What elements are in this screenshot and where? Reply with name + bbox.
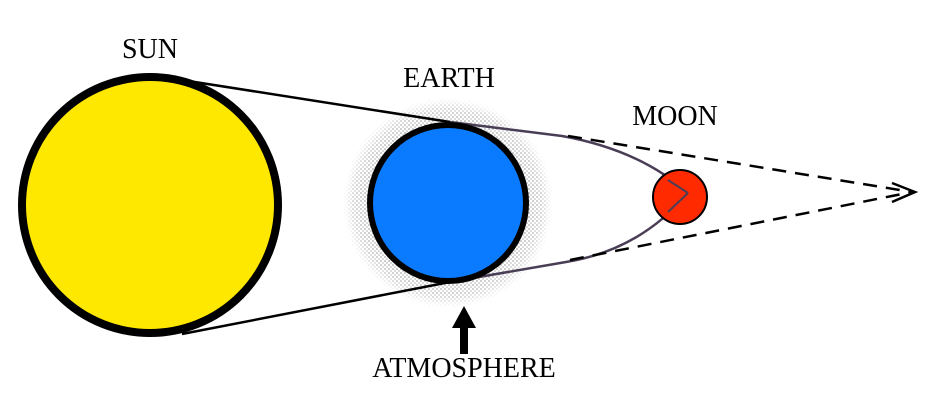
moon-ray-lower [667,192,689,213]
sun [18,73,282,337]
atmosphere-label: ATMOSPHERE [372,353,556,384]
earth [367,122,529,284]
upper-tangent-line [181,78,451,124]
lower-tangent-line [181,280,451,336]
earth-label: EARTH [403,63,495,94]
moon-label: MOON [632,101,718,132]
upper-dashed-line [567,134,913,194]
moon [652,169,708,225]
arrow-up-icon [452,306,476,354]
moon-ray-upper [667,179,689,194]
sun-label: SUN [122,34,178,65]
arrow-right-icon [891,181,919,204]
lower-dashed-line [569,190,913,262]
